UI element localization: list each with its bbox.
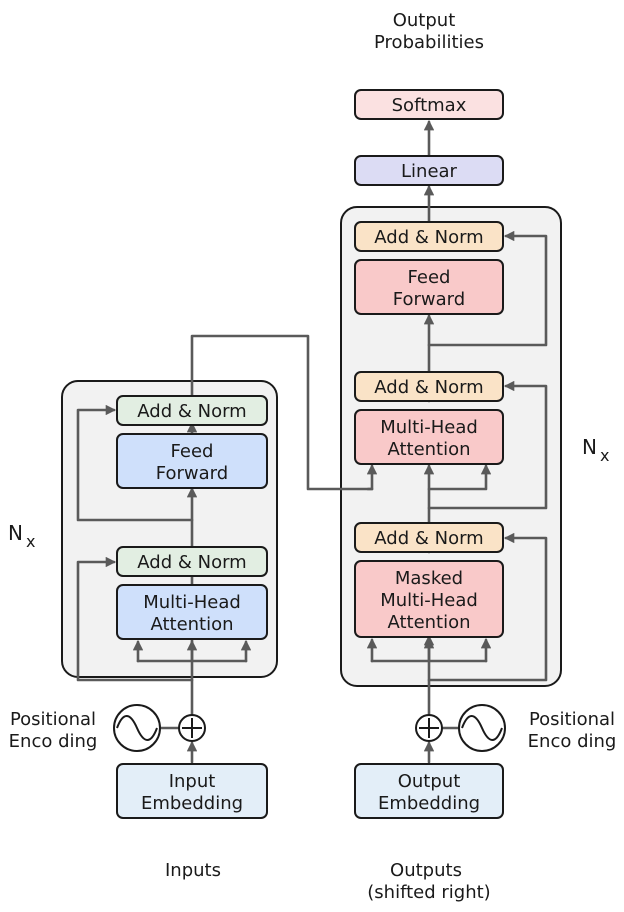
output-probabilities-label-1: Output [393, 10, 456, 31]
decoder-add-norm-top-label: Add & Norm [374, 227, 483, 248]
encoder-add-norm-bottom-label: Add & Norm [137, 552, 246, 573]
input-embedding [116, 763, 268, 819]
input-embedding-label-1: Input [169, 771, 216, 792]
output-embedding-label-1: Output [398, 771, 461, 792]
decoder-masked-label-3: Attention [387, 612, 470, 633]
encoder-mha-label-2: Attention [150, 614, 233, 635]
decoder-feed-forward [354, 259, 504, 315]
encoder-add-norm-bottom [116, 546, 268, 577]
encoder-add-norm-top-label: Add & Norm [137, 401, 246, 422]
decoder-add-norm-middle [354, 371, 504, 402]
linear-box [354, 155, 504, 186]
output-embedding-label-2: Embedding [378, 793, 480, 814]
decoder-masked-attention [354, 560, 504, 638]
decoder-add-icon [415, 714, 443, 742]
output-embedding [354, 763, 504, 819]
linear-label: Linear [401, 161, 458, 182]
positional-encoding-left-label-2: Enco ding [9, 731, 98, 752]
encoder-add-icon [178, 714, 206, 742]
decoder-add-norm-top [354, 221, 504, 252]
decoder-add-norm-bottom-label: Add & Norm [374, 528, 483, 549]
positional-encoding-right-label-2: Enco ding [528, 731, 617, 752]
decoder-feed-forward-label-1: Feed [408, 267, 451, 288]
decoder-mha-label-2: Attention [387, 439, 470, 460]
outputs-label-1: Outputs [390, 860, 462, 881]
outputs-label-2: (shifted right) [367, 882, 490, 903]
encoder-mha-label-1: Multi-Head [143, 592, 241, 613]
decoder-masked-label-2: Multi-Head [380, 590, 478, 611]
decoder-add-norm-bottom [354, 522, 504, 553]
decoder-masked-label-1: Masked [395, 568, 463, 589]
encoder-feed-forward [116, 433, 268, 489]
decoder-feed-forward-label-2: Forward [393, 289, 465, 310]
decoder-positional-encoding-icon [458, 704, 506, 752]
decoder-multi-head-attention [354, 409, 504, 465]
output-probabilities-label-2: Probabilities [374, 32, 484, 53]
encoder-repeat-x: x [26, 532, 35, 551]
decoder-add-norm-middle-label: Add & Norm [374, 377, 483, 398]
softmax-box [354, 89, 504, 120]
encoder-add-norm-top [116, 395, 268, 426]
encoder-feed-forward-label-2: Forward [156, 463, 228, 484]
decoder-repeat-x: x [600, 446, 609, 465]
encoder-positional-encoding-icon [113, 704, 161, 752]
softmax-label: Softmax [392, 95, 467, 116]
inputs-label: Inputs [165, 860, 221, 881]
decoder-mha-label-1: Multi-Head [380, 417, 478, 438]
encoder-repeat-n: N [8, 521, 23, 545]
encoder-feed-forward-label-1: Feed [171, 441, 214, 462]
encoder-multi-head-attention [116, 584, 268, 640]
decoder-repeat-n: N [582, 435, 597, 459]
input-embedding-label-2: Embedding [141, 793, 243, 814]
positional-encoding-right-label-1: Positional [529, 709, 615, 730]
positional-encoding-left-label-1: Positional [10, 709, 96, 730]
